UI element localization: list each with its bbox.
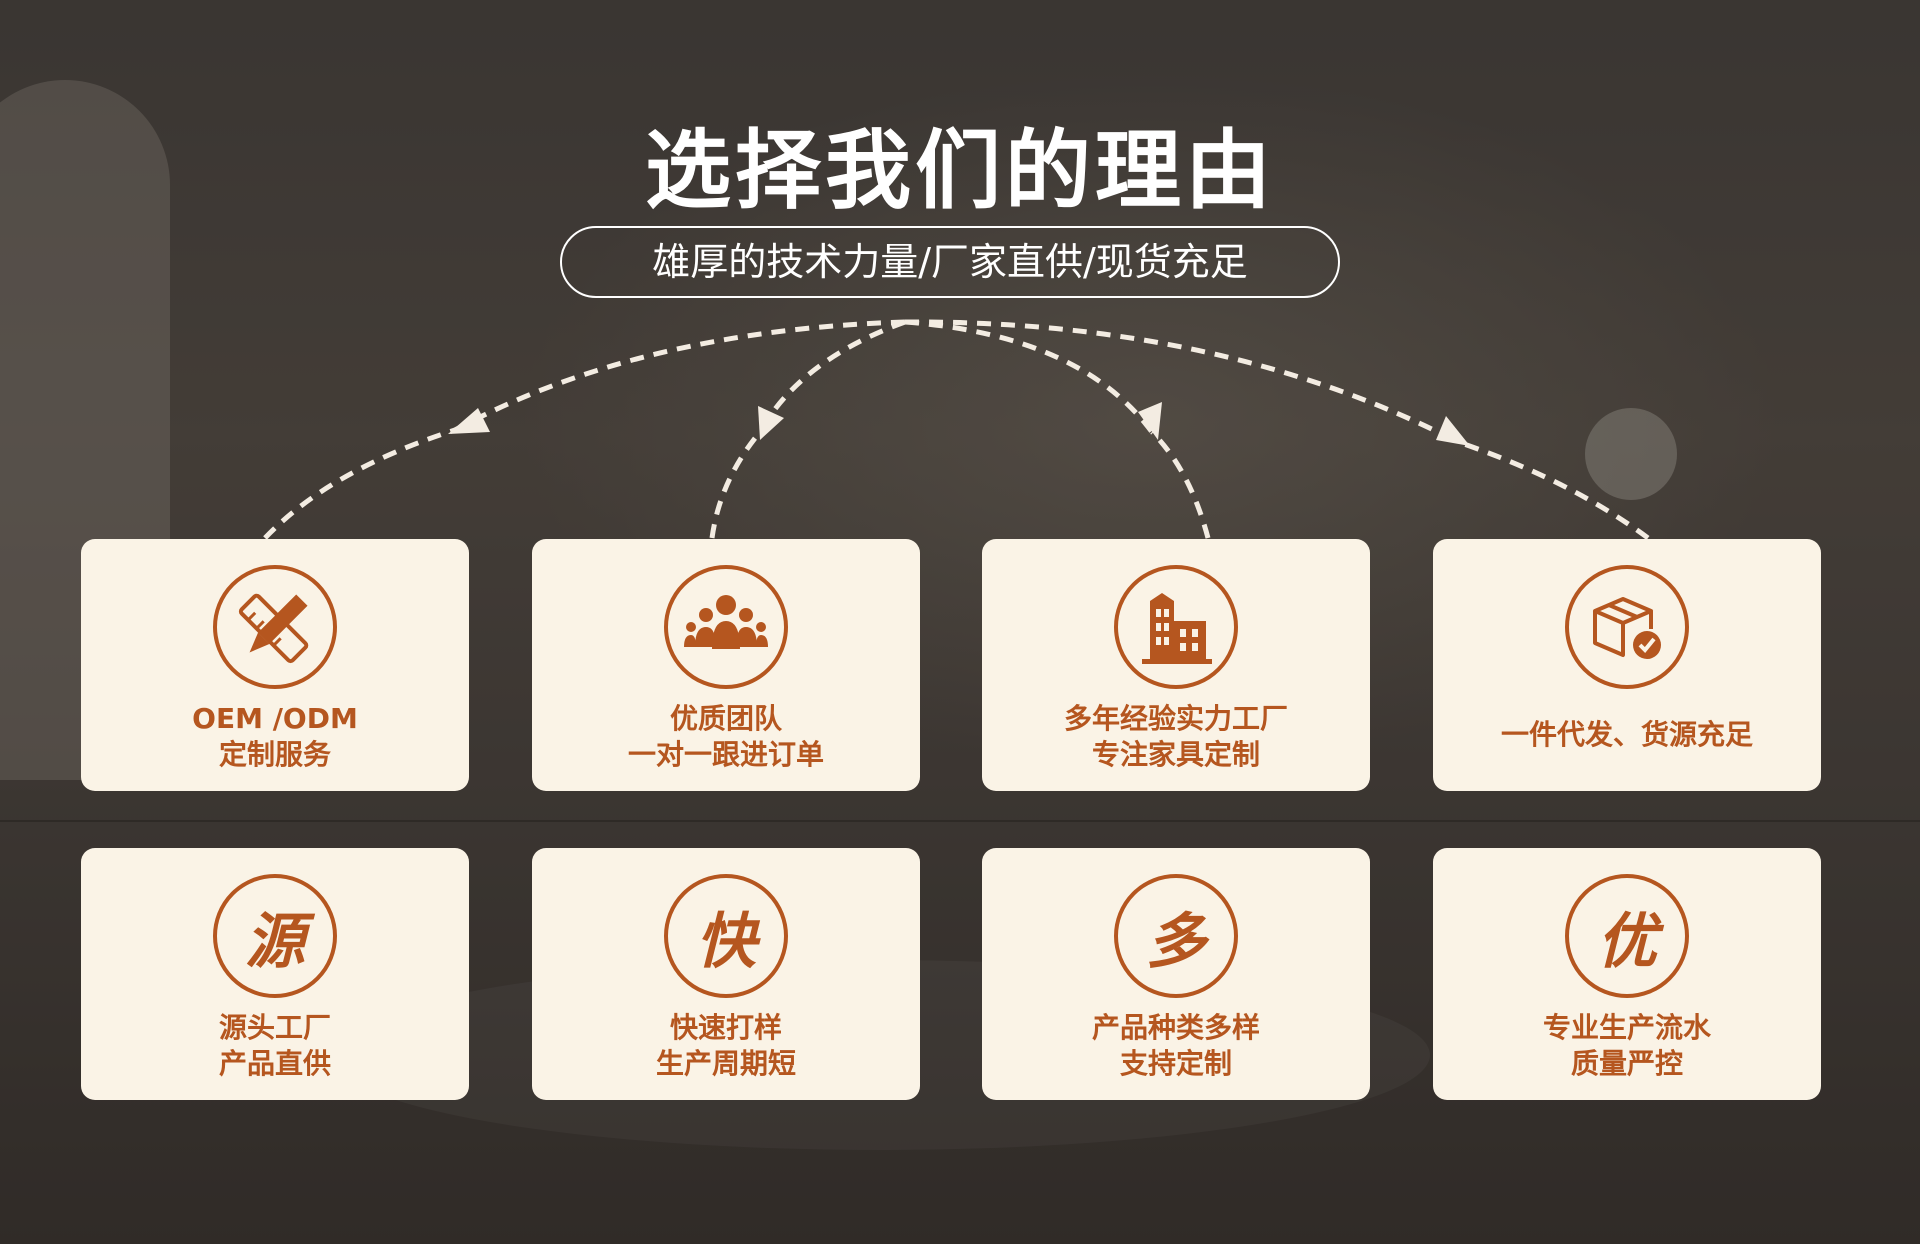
package-check-icon (1565, 565, 1689, 689)
arrow-path-4 (904, 319, 1460, 445)
card-line2: 定制服务 (218, 738, 331, 771)
glyph-text: 优 (1597, 906, 1657, 977)
card-line1: OEM /ODM (192, 702, 358, 735)
card-line1: 多年经验实力工厂 (1063, 702, 1288, 735)
card-line2: 支持定制 (1119, 1047, 1232, 1080)
background-lamp (1585, 408, 1677, 500)
variety-glyph-icon: 多 (1114, 874, 1238, 998)
fast-glyph-icon: 快 (664, 874, 788, 998)
team-icon (664, 565, 788, 689)
background-wall-line (0, 820, 1920, 822)
arrow-path-3b (1150, 430, 1211, 539)
subtitle-pill: 雄厚的技术力量/厂家直供/现货充足 (560, 226, 1340, 298)
arrow-path-4b (1457, 439, 1650, 541)
arrow-path-2 (757, 319, 906, 434)
arrow-head-1 (448, 408, 490, 434)
card-dropship: 一件代发、货源充足 (1433, 539, 1821, 791)
card-variety: 多 产品种类多样 支持定制 (982, 848, 1370, 1100)
arrow-head-4 (1436, 416, 1470, 446)
card-line2: 生产周期短 (655, 1047, 796, 1080)
card-quality: 优 专业生产流水 质量严控 (1433, 848, 1821, 1100)
card-line1: 源头工厂 (218, 1011, 331, 1044)
quality-glyph-icon: 优 (1565, 874, 1689, 998)
card-line1: 专业生产流水 (1542, 1011, 1711, 1044)
source-glyph-icon: 源 (213, 874, 337, 998)
card-team: 优质团队 一对一跟进订单 (532, 539, 920, 791)
card-line1: 快速打样 (669, 1011, 782, 1044)
pencil-ruler-icon (213, 565, 337, 689)
card-line1: 一件代发、货源充足 (1500, 718, 1753, 751)
glyph-text: 快 (696, 906, 756, 977)
card-line2: 一对一跟进订单 (627, 738, 824, 771)
glyph-text: 多 (1146, 906, 1206, 977)
arrow-head-2 (758, 406, 784, 440)
arrow-head-3 (1138, 402, 1162, 440)
glyph-text: 源 (245, 906, 305, 977)
card-line1: 产品种类多样 (1091, 1011, 1260, 1044)
card-source-factory: 源 源头工厂 产品直供 (81, 848, 469, 1100)
card-line2: 产品直供 (218, 1047, 331, 1080)
arrow-path-1b (263, 427, 456, 540)
arrow-path-1 (453, 319, 906, 433)
page-title: 选择我们的理由 (645, 121, 1275, 221)
card-factory: 多年经验实力工厂 专注家具定制 (982, 539, 1370, 791)
arrow-path-2b (709, 430, 762, 539)
arrow-path-3 (904, 319, 1155, 434)
card-line1: 优质团队 (669, 702, 782, 735)
card-oem-odm: OEM /ODM 定制服务 (81, 539, 469, 791)
card-line2: 质量严控 (1570, 1047, 1683, 1080)
card-line2: 专注家具定制 (1091, 738, 1260, 771)
factory-building-icon (1114, 565, 1238, 689)
card-fast-sampling: 快 快速打样 生产周期短 (532, 848, 920, 1100)
